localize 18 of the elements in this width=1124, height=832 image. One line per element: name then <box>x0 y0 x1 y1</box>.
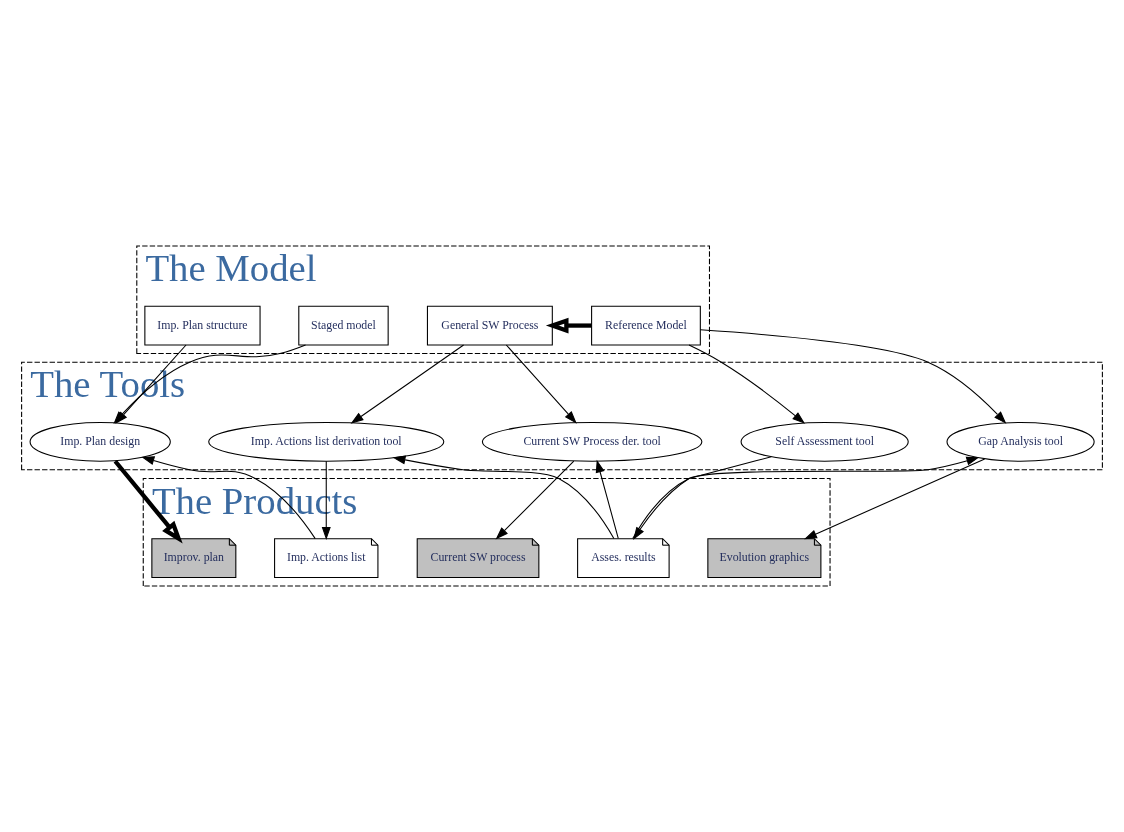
node-ellipse: Gap Analysis tool <box>946 421 1095 462</box>
arrow <box>804 458 986 540</box>
arrow <box>350 344 465 424</box>
arrow <box>688 344 806 424</box>
arrow <box>595 459 619 539</box>
node-ellipse: Self Assessment tool <box>740 421 909 462</box>
arrow <box>392 455 615 539</box>
arrow <box>113 459 183 544</box>
node-box: Imp. Plan structure <box>144 305 261 346</box>
node-box: Reference Model <box>591 305 701 346</box>
node-ellipse: Imp. Plan design <box>29 421 171 462</box>
node-box: Staged model <box>298 305 389 346</box>
arrow <box>699 329 1007 424</box>
node-box: General SW Process <box>426 305 553 346</box>
node-ellipse: Current SW Process der. tool <box>481 421 703 462</box>
arrow <box>545 317 592 334</box>
arrow <box>495 460 575 540</box>
node-ellipse: Imp. Actions list derivation tool <box>208 421 445 462</box>
